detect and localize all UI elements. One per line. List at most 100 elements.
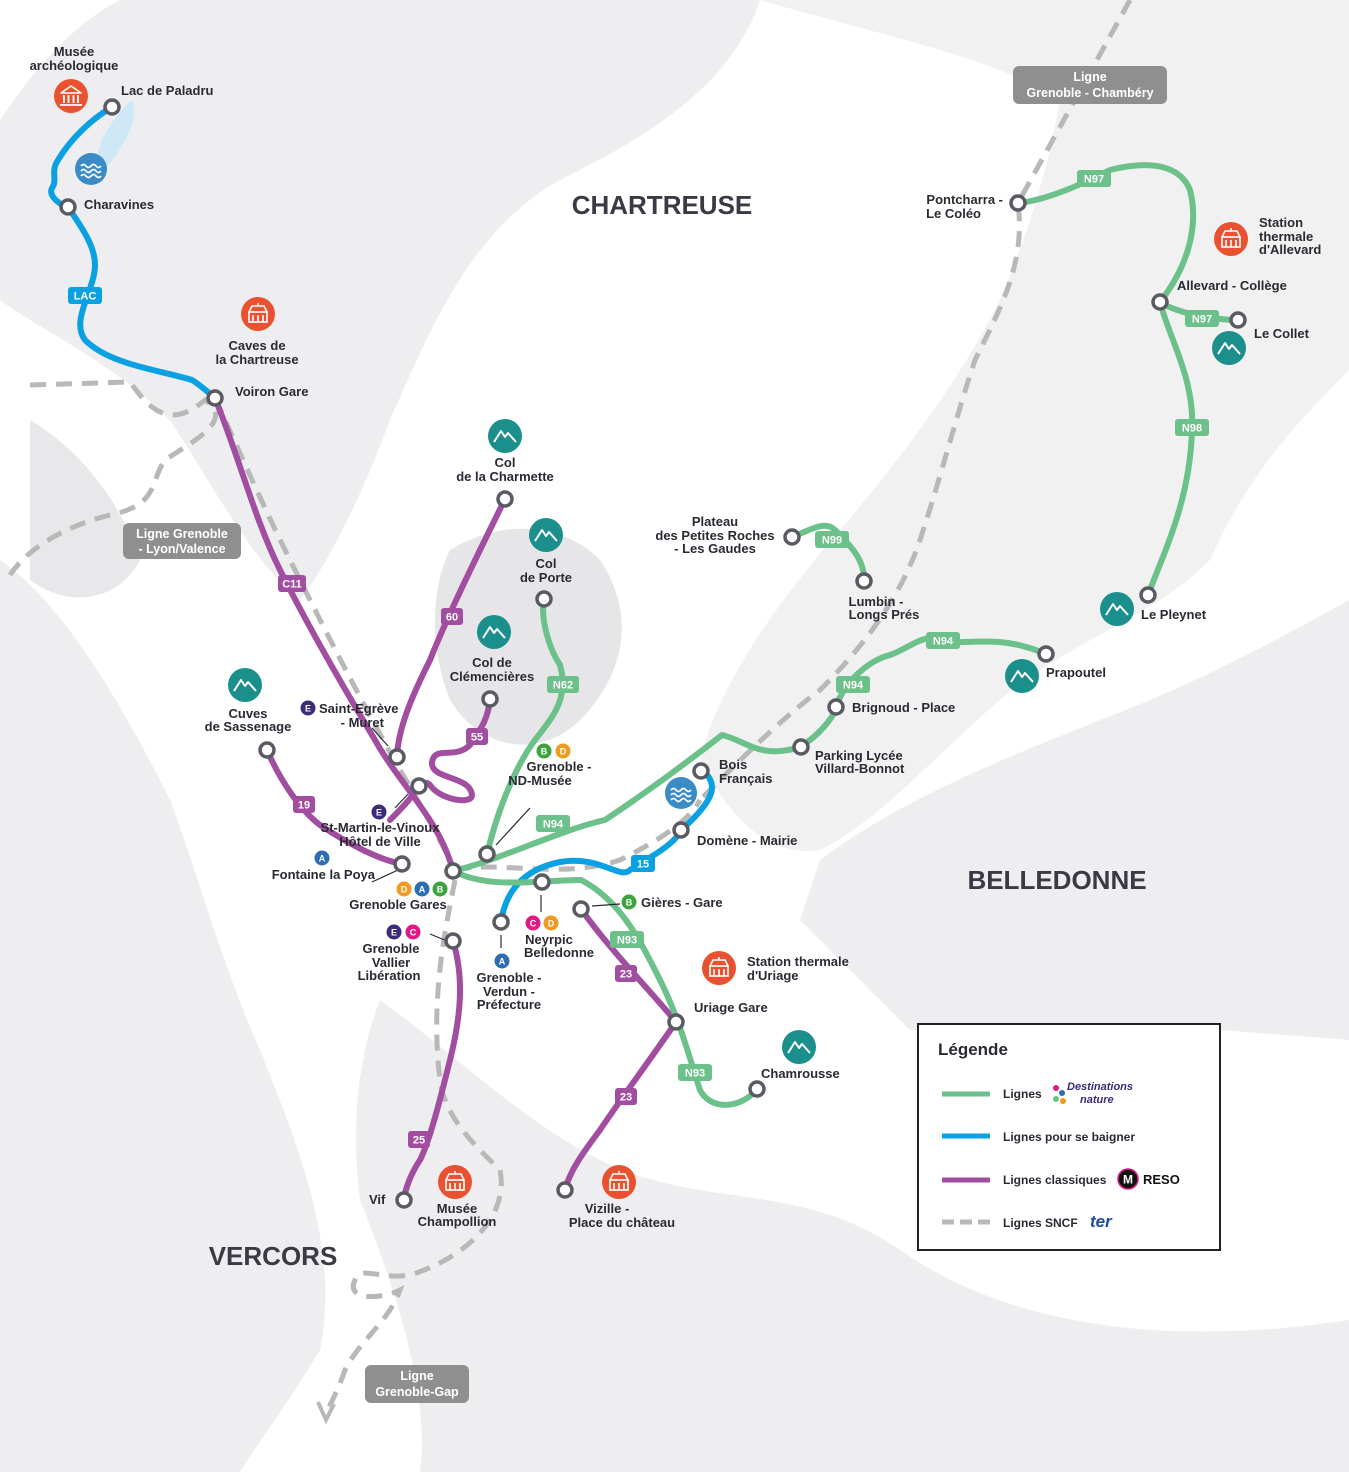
mountain-icon	[782, 1030, 816, 1064]
station-dot-col-porte[interactable]	[535, 590, 553, 608]
station-label-le-pleynet[interactable]: Le Pleynet	[1141, 607, 1207, 622]
station-label-plateau[interactable]: des Petites Roches	[655, 528, 774, 543]
station-label-neyrpic[interactable]: Neyrpic	[525, 932, 573, 947]
station-label-plateau[interactable]: - Les Gaudes	[674, 541, 756, 556]
station-dot-prapoutel[interactable]	[1037, 645, 1055, 663]
station-dot-charavines[interactable]	[59, 198, 77, 216]
station-dot-cuves-sassenage[interactable]	[258, 741, 276, 759]
station-dot-plateau[interactable]	[783, 528, 801, 546]
station-label-col-clemencieres[interactable]: Col de	[472, 655, 512, 670]
station-dot-allevard[interactable]	[1151, 293, 1169, 311]
station-label-parking-lycee[interactable]: Villard-Bonnot	[815, 761, 905, 776]
station-dot-brignoud[interactable]	[827, 698, 845, 716]
legend-item-swim: Lignes pour se baigner	[1003, 1130, 1135, 1144]
station-dot-verdun[interactable]	[492, 913, 510, 931]
line-badge-n93-b: N93	[678, 1064, 712, 1081]
station-label-vizille[interactable]: Place du château	[569, 1215, 675, 1230]
station-label-uriage[interactable]: Uriage Gare	[694, 1000, 768, 1015]
station-dot-uriage[interactable]	[667, 1013, 685, 1031]
station-label-neyrpic[interactable]: Belledonne	[524, 945, 594, 960]
station-label-bois-francais[interactable]: Français	[719, 771, 772, 786]
station-dot-le-collet[interactable]	[1229, 311, 1247, 329]
station-label-gieres[interactable]: Gières - Gare	[641, 895, 723, 910]
station-label-nd-musee[interactable]: ND-Musée	[508, 773, 572, 788]
station-label-bois-francais[interactable]: Bois	[719, 757, 747, 772]
poi-label: Caves de	[228, 338, 285, 353]
station-label-st-martin[interactable]: Hôtel de Ville	[339, 834, 420, 849]
station-label-verdun[interactable]: Verdun -	[483, 984, 535, 999]
station-label-grenoble-gares[interactable]: Grenoble Gares	[349, 897, 447, 912]
station-label-lumbin[interactable]: Lumbin -	[849, 594, 904, 609]
station-label-verdun[interactable]: Grenoble -	[476, 970, 541, 985]
station-label-cuves-sassenage[interactable]: Cuves	[228, 706, 267, 721]
tram-badge-c: C	[525, 915, 541, 931]
station-label-vallier[interactable]: Grenoble	[362, 941, 419, 956]
station-dot-pontcharra[interactable]	[1009, 194, 1027, 212]
station-label-vallier[interactable]: Libération	[358, 968, 421, 983]
station-label-col-charmette[interactable]: Col	[495, 455, 516, 470]
svg-text:A: A	[319, 854, 326, 864]
station-label-vif[interactable]: Vif	[369, 1192, 386, 1207]
sncf-label-lyon: Ligne Grenoble - Lyon/Valence	[123, 523, 241, 559]
station-dot-domene[interactable]	[672, 821, 690, 839]
station-dot-lumbin[interactable]	[855, 572, 873, 590]
station-label-pontcharra[interactable]: Le Coléo	[926, 206, 981, 221]
poi-icons	[54, 79, 1248, 1199]
station-dot-parking-lycee[interactable]	[792, 738, 810, 756]
station-label-cuves-sassenage[interactable]: de Sassenage	[205, 719, 292, 734]
station-dot-st-martin[interactable]	[410, 777, 428, 795]
station-dot-chamrousse[interactable]	[748, 1080, 766, 1098]
station-label-allevard[interactable]: Allevard - Collège	[1177, 278, 1287, 293]
station-dot-voiron[interactable]	[206, 389, 224, 407]
station-label-chamrousse[interactable]: Chamrousse	[761, 1066, 840, 1081]
station-dot-lac-paladru[interactable]	[103, 98, 121, 116]
station-label-pontcharra[interactable]: Pontcharra -	[926, 192, 1003, 207]
station-label-st-egreve[interactable]: - Muret	[341, 715, 385, 730]
station-dot-fontaine[interactable]	[393, 855, 411, 873]
station-label-st-egreve[interactable]: Saint-Egrève	[319, 701, 398, 716]
station-label-nd-musee[interactable]: Grenoble -	[526, 759, 591, 774]
station-label-charavines[interactable]: Charavines	[84, 197, 154, 212]
svg-text:N97: N97	[1084, 174, 1104, 186]
station-dot-vif[interactable]	[395, 1191, 413, 1209]
svg-text:15: 15	[637, 859, 649, 871]
station-label-plateau[interactable]: Plateau	[692, 514, 738, 529]
station-dot-vizille[interactable]	[556, 1181, 574, 1199]
lake-paladru	[92, 100, 135, 174]
station-label-lumbin[interactable]: Longs Prés	[849, 607, 920, 622]
station-label-lac-paladru[interactable]: Lac de Paladru	[121, 83, 214, 98]
station-label-col-clemencieres[interactable]: Clémencières	[450, 669, 535, 684]
station-dot-grenoble-gares[interactable]	[444, 862, 462, 880]
poi-labels: Musée archéologique Caves de la Chartreu…	[30, 44, 1322, 1229]
tram-badge-b: B	[432, 881, 448, 897]
tram-badges: E E A D A B B D E C C D A B	[300, 700, 637, 969]
station-label-parking-lycee[interactable]: Parking Lycée	[815, 748, 903, 763]
station-label-brignoud[interactable]: Brignoud - Place	[852, 700, 955, 715]
station-dot-le-pleynet[interactable]	[1139, 586, 1157, 604]
station-label-col-porte[interactable]: Col	[536, 556, 557, 571]
station-dot-st-egreve[interactable]	[388, 748, 406, 766]
station-label-col-charmette[interactable]: de la Charmette	[456, 469, 554, 484]
poi-label: d'Uriage	[747, 968, 799, 983]
station-dot-gieres[interactable]	[572, 900, 590, 918]
station-label-prapoutel[interactable]: Prapoutel	[1046, 665, 1106, 680]
station-label-verdun[interactable]: Préfecture	[477, 997, 541, 1012]
station-dot-col-charmette[interactable]	[496, 490, 514, 508]
station-label-vallier[interactable]: Vallier	[372, 955, 410, 970]
station-dot-neyrpic[interactable]	[533, 873, 551, 891]
swim-icon	[75, 153, 107, 185]
station-label-vizille[interactable]: Vizille -	[585, 1201, 630, 1216]
station-dot-bois-francais[interactable]	[692, 762, 710, 780]
station-dot-nd-musee[interactable]	[478, 845, 496, 863]
station-label-voiron[interactable]: Voiron Gare	[235, 384, 308, 399]
svg-text:Ligne Grenoble: Ligne Grenoble	[136, 527, 228, 541]
station-dot-vallier[interactable]	[444, 932, 462, 950]
station-label-st-martin[interactable]: St-Martin-le-Vinoux	[321, 820, 441, 835]
station-label-domene[interactable]: Domène - Mairie	[697, 833, 797, 848]
station-label-fontaine[interactable]: Fontaine la Poya	[272, 867, 376, 882]
station-label-col-porte[interactable]: de Porte	[520, 570, 572, 585]
station-dot-col-clemencieres[interactable]	[481, 690, 499, 708]
poi-label: thermale	[1259, 229, 1313, 244]
station-label-le-collet[interactable]: Le Collet	[1254, 326, 1310, 341]
station-dots	[59, 98, 1247, 1209]
